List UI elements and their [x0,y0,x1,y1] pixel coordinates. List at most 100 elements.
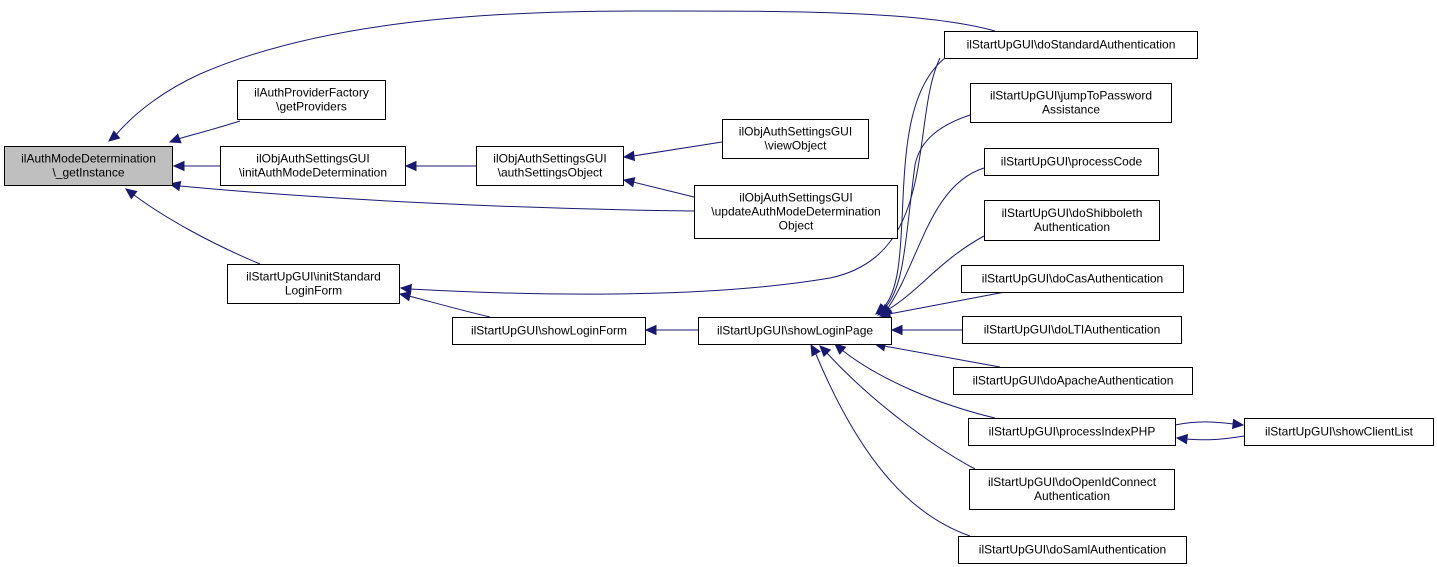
edge-doStdAuth-to-root [108,10,996,142]
edge-line [841,349,996,419]
node-box[interactable] [227,264,400,304]
edge-doSaml-to-showLoginPage [810,343,971,537]
node-box[interactable] [4,146,173,186]
edge-line [1185,435,1245,441]
node-showClientList[interactable]: ilStartUpGUI\showClientList [1244,418,1434,446]
node-initAuthMode[interactable]: ilObjAuthSettingsGUI\initAuthModeDetermi… [220,146,406,186]
node-processIndex[interactable]: ilStartUpGUI\processIndexPHP [968,418,1176,446]
node-box[interactable] [476,146,624,186]
edge-line [133,194,261,265]
edge-viewObject-to-authSettingsObject [622,141,723,162]
node-box[interactable] [220,146,406,186]
node-box[interactable] [698,317,892,345]
edge-line [1174,421,1235,426]
node-label: ilStartUpGUI\doShibboleth [1002,206,1143,220]
node-box[interactable] [961,265,1184,293]
node-label: ilStartUpGUI\doCasAuthentication [982,272,1163,286]
node-label: ilStartUpGUI\showLoginForm [471,324,627,338]
edge-showLoginForm-to-initStdLogin [398,291,491,318]
node-box[interactable] [452,317,646,345]
node-doCas[interactable]: ilStartUpGUI\doCasAuthentication [961,265,1184,293]
edge-arrowhead [168,133,182,144]
node-label: \updateAuthModeDetermination [711,205,880,219]
node-label: ilStartUpGUI\jumpToPassword [990,89,1152,103]
node-box[interactable] [984,200,1160,241]
node-label: ilStartUpGUI\showLoginPage [717,324,873,338]
node-authSettingsObject[interactable]: ilObjAuthSettingsGUI\authSettingsObject [476,146,624,186]
edge-line [882,57,946,309]
edge-initStdLogin-to-root [125,188,261,265]
node-doOIDC[interactable]: ilStartUpGUI\doOpenIdConnectAuthenticati… [969,469,1175,510]
node-showLoginForm[interactable]: ilStartUpGUI\showLoginForm [452,317,646,345]
node-doLTI[interactable]: ilStartUpGUI\doLTIAuthentication [962,316,1182,344]
edge-arrowhead [819,345,832,358]
edge-arrowhead [834,343,847,355]
node-label: ilStartUpGUI\doSamlAuthentication [979,543,1166,557]
edge-line [409,57,941,295]
edge-line [888,235,985,310]
edge-line [114,10,996,137]
edge-processIndex-to-showClientList [1174,418,1245,430]
edge-arrowhead [1231,418,1245,430]
node-showLoginPage[interactable]: ilStartUpGUI\showLoginPage [698,317,892,345]
node-label: ilStartUpGUI\showClientList [1265,425,1414,439]
edge-arrowhead [644,324,657,336]
node-label: \viewObject [764,139,827,153]
node-label: \authSettingsObject [498,166,603,180]
node-label: ilAuthModeDetermination [21,152,156,166]
node-label: ilStartUpGUI\doApacheAuthentication [973,374,1174,388]
node-doSaml[interactable]: ilStartUpGUI\doSamlAuthentication [958,536,1187,564]
node-doStdAuth[interactable]: ilStartUpGUI\doStandardAuthentication [944,31,1198,59]
edge-arrowhead [172,160,185,172]
node-box[interactable] [953,367,1193,395]
node-viewObject[interactable]: ilObjAuthSettingsGUI\viewObject [722,119,869,159]
edge-processIndex-to-showLoginPage [834,343,996,419]
edge-arrowhead [622,177,636,188]
edge-authSettingsObject-to-initAuthMode [404,160,476,172]
edge-line [632,181,695,198]
edge-doLTI-to-showLoginPage [890,324,962,336]
node-box[interactable] [722,119,869,159]
node-root[interactable]: ilAuthModeDetermination\_getInstance [4,146,173,186]
node-box[interactable] [968,418,1176,446]
node-box[interactable] [944,31,1198,59]
edge-providers-to-root [168,120,241,144]
edge-arrowhead [810,343,821,357]
edge-doApache-to-showLoginPage [873,341,1001,368]
edge-line [887,167,985,309]
node-box[interactable] [969,469,1175,510]
node-box[interactable] [962,316,1182,344]
node-label: Authentication [1034,489,1110,503]
node-box[interactable] [984,148,1159,176]
edge-line [814,351,971,537]
edge-doStdAuth-to-initStdLogin [399,57,941,295]
edge-doCas-to-showLoginPage [878,291,1006,319]
node-box[interactable] [1244,418,1434,446]
edge-updateAuth-to-authSettingsObject [622,177,695,198]
node-processCode[interactable]: ilStartUpGUI\processCode [984,148,1159,176]
node-updateAuth[interactable]: ilObjAuthSettingsGUI\updateAuthModeDeter… [694,185,898,239]
node-doApache[interactable]: ilStartUpGUI\doApacheAuthentication [953,367,1193,395]
node-box[interactable] [958,536,1187,564]
edge-arrowhead [108,130,121,142]
edge-line [179,185,695,212]
edge-arrowhead [398,291,412,302]
node-label: ilStartUpGUI\doStandardAuthentication [967,38,1176,52]
edge-arrowhead [890,324,903,336]
node-label: Authentication [1034,220,1110,234]
edge-line [408,295,491,318]
node-providers[interactable]: ilAuthProviderFactory\getProviders [237,80,386,120]
edge-arrowhead [1175,433,1189,445]
node-label: ilAuthProviderFactory [254,86,369,100]
edge-arrowhead [125,188,138,200]
node-label: ilObjAuthSettingsGUI [493,152,606,166]
node-box[interactable] [694,185,898,239]
edge-line [825,351,976,470]
node-box[interactable] [237,80,386,120]
node-box[interactable] [970,83,1172,123]
node-label: ilStartUpGUI\doLTIAuthentication [984,323,1161,337]
edge-showLoginPage-to-showLoginForm [644,324,698,336]
